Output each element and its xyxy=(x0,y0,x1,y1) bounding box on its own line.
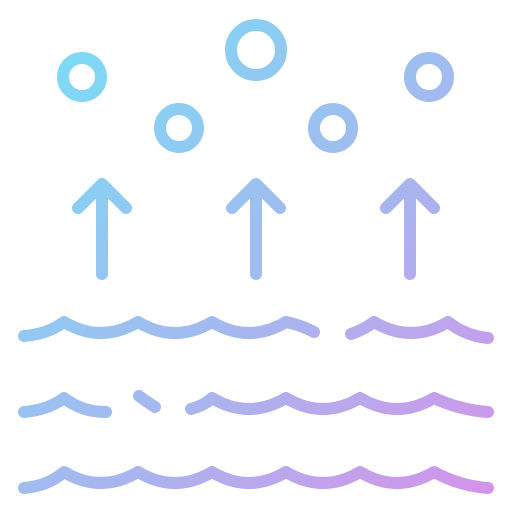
bubble-icon xyxy=(308,103,358,153)
wave-line xyxy=(133,390,161,413)
wave-line xyxy=(18,316,320,342)
arrow-up-icon xyxy=(72,178,132,280)
bubble-icon xyxy=(225,19,287,81)
arrow-up-icon xyxy=(226,178,286,280)
bubble-icon xyxy=(404,52,454,102)
arrow-up-icon xyxy=(380,178,440,280)
wave-line xyxy=(18,392,112,418)
wave-line xyxy=(185,392,494,418)
bubble-icon xyxy=(154,103,204,153)
wave-line xyxy=(345,316,494,344)
wave-line xyxy=(18,466,494,494)
bubble-icon xyxy=(57,52,107,102)
